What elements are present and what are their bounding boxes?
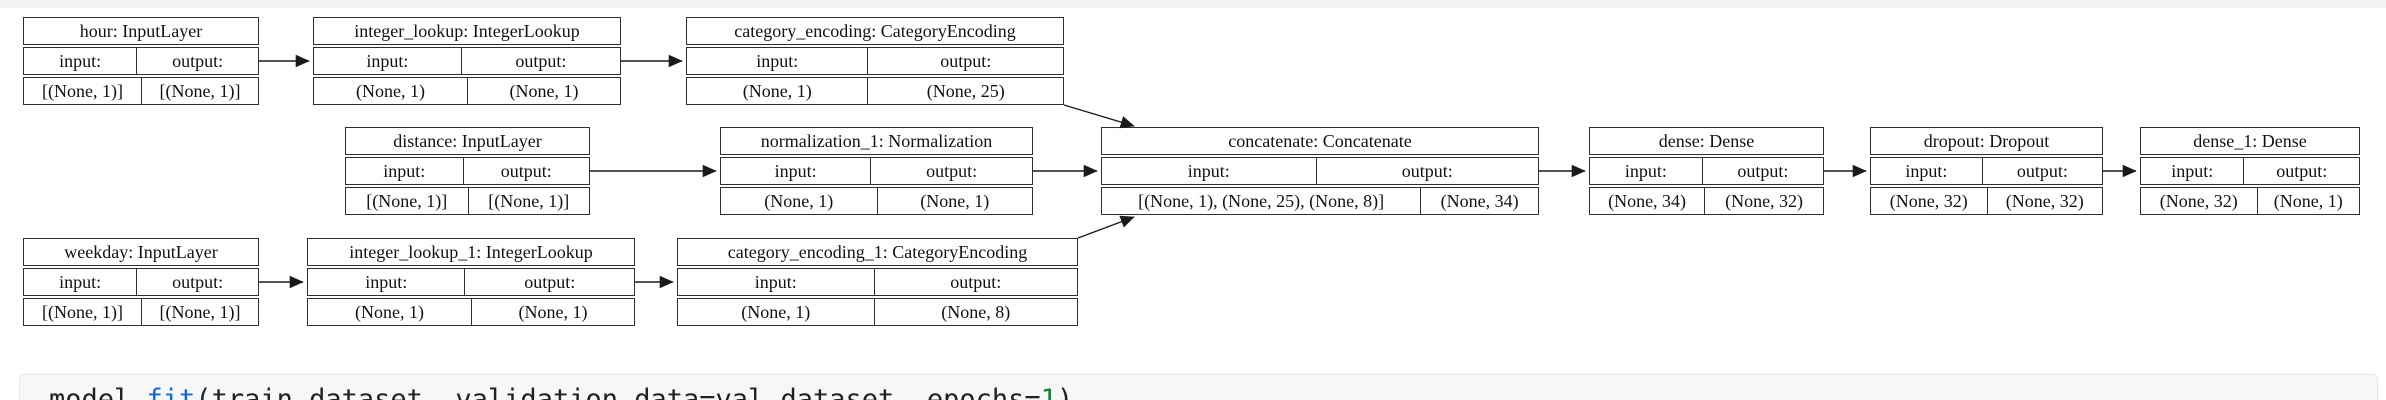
layer-title: concatenate: Concatenate — [1101, 127, 1539, 155]
edge-category-encoding-1-concatenate — [1077, 215, 1135, 239]
input-shape: [(None, 1)] — [42, 81, 123, 101]
code-args: (train_dataset, validation_data=val_data… — [195, 384, 1041, 400]
input-shape: (None, 1) — [742, 81, 812, 101]
layer-title: category_encoding_1: CategoryEncoding — [677, 238, 1078, 266]
output-label: output: — [873, 269, 1077, 295]
input-label: input: — [59, 51, 102, 71]
page-top-strip — [0, 0, 2386, 8]
input-label: input: — [754, 272, 797, 292]
input-label: input: — [383, 161, 426, 181]
output-shape: [(None, 1)] — [467, 188, 590, 214]
code-method: fit — [146, 384, 196, 400]
code-number: 1 — [1040, 384, 1057, 400]
input-label: input: — [1905, 161, 1948, 181]
layer-node-dense-1: dense_1: Dense input: output: (None, 32)… — [2140, 127, 2360, 215]
layer-node-dense: dense: Dense input: output: (None, 34) (… — [1589, 127, 1824, 215]
input-label: input: — [366, 51, 409, 71]
output-shape: (None, 1) — [467, 78, 620, 104]
output-label: output: — [464, 269, 634, 295]
layer-node-normalization-1: normalization_1: Normalization input: ou… — [720, 127, 1033, 215]
output-shape: (None, 1) — [471, 299, 634, 325]
output-shape: (None, 32) — [1704, 188, 1823, 214]
edge-category-encoding-concatenate — [1063, 104, 1135, 129]
layer-node-integer-lookup: integer_lookup: IntegerLookup input: out… — [313, 17, 621, 105]
layer-node-integer-lookup-1: integer_lookup_1: IntegerLookup input: o… — [307, 238, 635, 326]
layer-title: normalization_1: Normalization — [720, 127, 1033, 155]
input-shape: (None, 1) — [355, 302, 424, 322]
code-cell[interactable]: model.fit(train_dataset, validation_data… — [19, 374, 2378, 400]
layer-node-category-encoding-1: category_encoding_1: CategoryEncoding in… — [677, 238, 1078, 326]
layer-node-concatenate: concatenate: Concatenate input: output: … — [1101, 127, 1539, 215]
input-shape: (None, 1) — [764, 191, 834, 211]
input-label: input: — [756, 51, 799, 71]
layer-title: dropout: Dropout — [1870, 127, 2103, 155]
output-shape: [(None, 1)] — [141, 299, 258, 325]
input-shape: [(None, 1)] — [366, 191, 448, 211]
input-shape: (None, 34) — [1608, 191, 1687, 211]
code-line[interactable]: model.fit(train_dataset, validation_data… — [49, 383, 1073, 400]
code-close-paren: ) — [1056, 384, 1074, 400]
input-shape: (None, 1) — [356, 81, 425, 101]
input-label: input: — [1624, 161, 1667, 181]
layer-node-weekday: weekday: InputLayer input: output: [(Non… — [23, 238, 259, 326]
layer-title: hour: InputLayer — [23, 17, 259, 45]
layer-title: dense: Dense — [1589, 127, 1824, 155]
layer-node-category-encoding: category_encoding: CategoryEncoding inpu… — [686, 17, 1064, 105]
input-shape: (None, 1) — [741, 302, 811, 322]
input-label: input: — [774, 161, 817, 181]
output-shape: (None, 25) — [867, 78, 1063, 104]
layer-title: dense_1: Dense — [2140, 127, 2360, 155]
layer-title: integer_lookup: IntegerLookup — [313, 17, 621, 45]
output-label: output: — [1981, 158, 2102, 184]
output-label: output: — [1701, 158, 1823, 184]
input-label: input: — [1187, 161, 1230, 181]
input-label: input: — [2171, 161, 2214, 181]
input-shape: (None, 32) — [1889, 191, 1968, 211]
input-shape: (None, 32) — [2159, 191, 2238, 211]
output-label: output: — [136, 269, 258, 295]
input-shape: [(None, 1), (None, 25), (None, 8)] — [1138, 191, 1385, 211]
layer-title: category_encoding: CategoryEncoding — [686, 17, 1064, 45]
output-label: output: — [136, 48, 258, 74]
layer-title: weekday: InputLayer — [23, 238, 259, 266]
code-object: model. — [49, 384, 147, 400]
layer-title: integer_lookup_1: IntegerLookup — [307, 238, 635, 266]
output-shape: (None, 34) — [1420, 188, 1538, 214]
output-label: output: — [1315, 158, 1538, 184]
layer-node-distance: distance: InputLayer input: output: [(No… — [345, 127, 590, 215]
output-label: output: — [460, 48, 620, 74]
output-label: output: — [2243, 158, 2359, 184]
output-shape: (None, 1) — [876, 188, 1033, 214]
output-label: output: — [462, 158, 589, 184]
layer-node-dropout: dropout: Dropout input: output: (None, 3… — [1870, 127, 2103, 215]
input-label: input: — [59, 272, 102, 292]
output-shape: (None, 8) — [873, 299, 1077, 325]
output-shape: (None, 1) — [2256, 188, 2359, 214]
layer-node-hour: hour: InputLayer input: output: [(None, … — [23, 17, 259, 105]
input-shape: [(None, 1)] — [42, 302, 123, 322]
output-shape: (None, 32) — [1986, 188, 2103, 214]
layer-title: distance: InputLayer — [345, 127, 590, 155]
output-label: output: — [870, 158, 1032, 184]
output-label: output: — [867, 48, 1063, 74]
output-shape: [(None, 1)] — [141, 78, 258, 104]
input-label: input: — [365, 272, 408, 292]
